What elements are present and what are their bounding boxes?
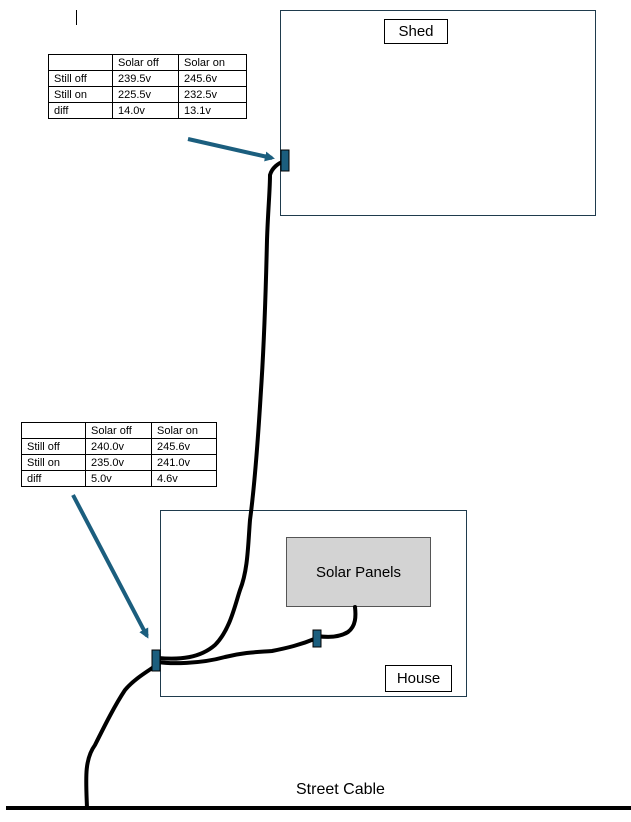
- table-cell: Still on: [21, 454, 86, 471]
- table-cell: 235.0v: [85, 454, 152, 471]
- shed-arrow: [187, 137, 275, 162]
- table-row: Still on 235.0v 241.0v: [21, 454, 217, 471]
- table-cell: 232.5v: [178, 86, 247, 103]
- table-cell: 245.6v: [151, 438, 217, 455]
- table-cell: [48, 54, 113, 71]
- table-cell: Still on: [48, 86, 113, 103]
- table-cell: Solar on: [151, 422, 217, 439]
- solar-panels-box: Solar Panels: [286, 537, 431, 607]
- house-label: House: [385, 665, 452, 692]
- table-row: Still off 239.5v 245.6v: [48, 70, 247, 87]
- shed-label: Shed: [384, 19, 448, 44]
- table-header-row: Solar off Solar on: [48, 54, 247, 71]
- table-cell: 4.6v: [151, 470, 217, 487]
- shed-box: [280, 10, 596, 216]
- table-row: diff 5.0v 4.6v: [21, 470, 217, 487]
- house-connector: [151, 649, 161, 672]
- table-cell: 225.5v: [112, 86, 179, 103]
- table-cell: diff: [21, 470, 86, 487]
- house-to-solar-cable: [156, 636, 319, 666]
- table-cell: 240.0v: [85, 438, 152, 455]
- street-to-house-cable: [84, 662, 160, 810]
- shed-voltage-table: Solar off Solar on Still off 239.5v 245.…: [48, 54, 247, 119]
- table-cell: 13.1v: [178, 102, 247, 119]
- table-cell: 241.0v: [151, 454, 217, 471]
- house-voltage-table: Solar off Solar on Still off 240.0v 245.…: [21, 422, 217, 487]
- table-row: diff 14.0v 13.1v: [48, 102, 247, 119]
- house-to-shed-cable: [156, 159, 287, 661]
- table-cell: 5.0v: [85, 470, 152, 487]
- table-row: Still on 225.5v 232.5v: [48, 86, 247, 103]
- table-cell: 245.6v: [178, 70, 247, 87]
- solar-connector: [312, 629, 322, 648]
- table-cell: Still off: [48, 70, 113, 87]
- table-cell: diff: [48, 102, 113, 119]
- table-cell: Still off: [21, 438, 86, 455]
- shed-connector: [280, 149, 290, 172]
- solar-to-panel-cable: [315, 605, 358, 639]
- text-cursor: [76, 10, 77, 25]
- table-header-row: Solar off Solar on: [21, 422, 217, 439]
- table-row: Still off 240.0v 245.6v: [21, 438, 217, 455]
- house-arrow: [71, 494, 149, 639]
- table-cell: [21, 422, 86, 439]
- table-cell: Solar off: [112, 54, 179, 71]
- table-cell: 239.5v: [112, 70, 179, 87]
- table-cell: Solar off: [85, 422, 152, 439]
- table-cell: 14.0v: [112, 102, 179, 119]
- street-cable-label: Street Cable: [296, 781, 385, 798]
- table-cell: Solar on: [178, 54, 247, 71]
